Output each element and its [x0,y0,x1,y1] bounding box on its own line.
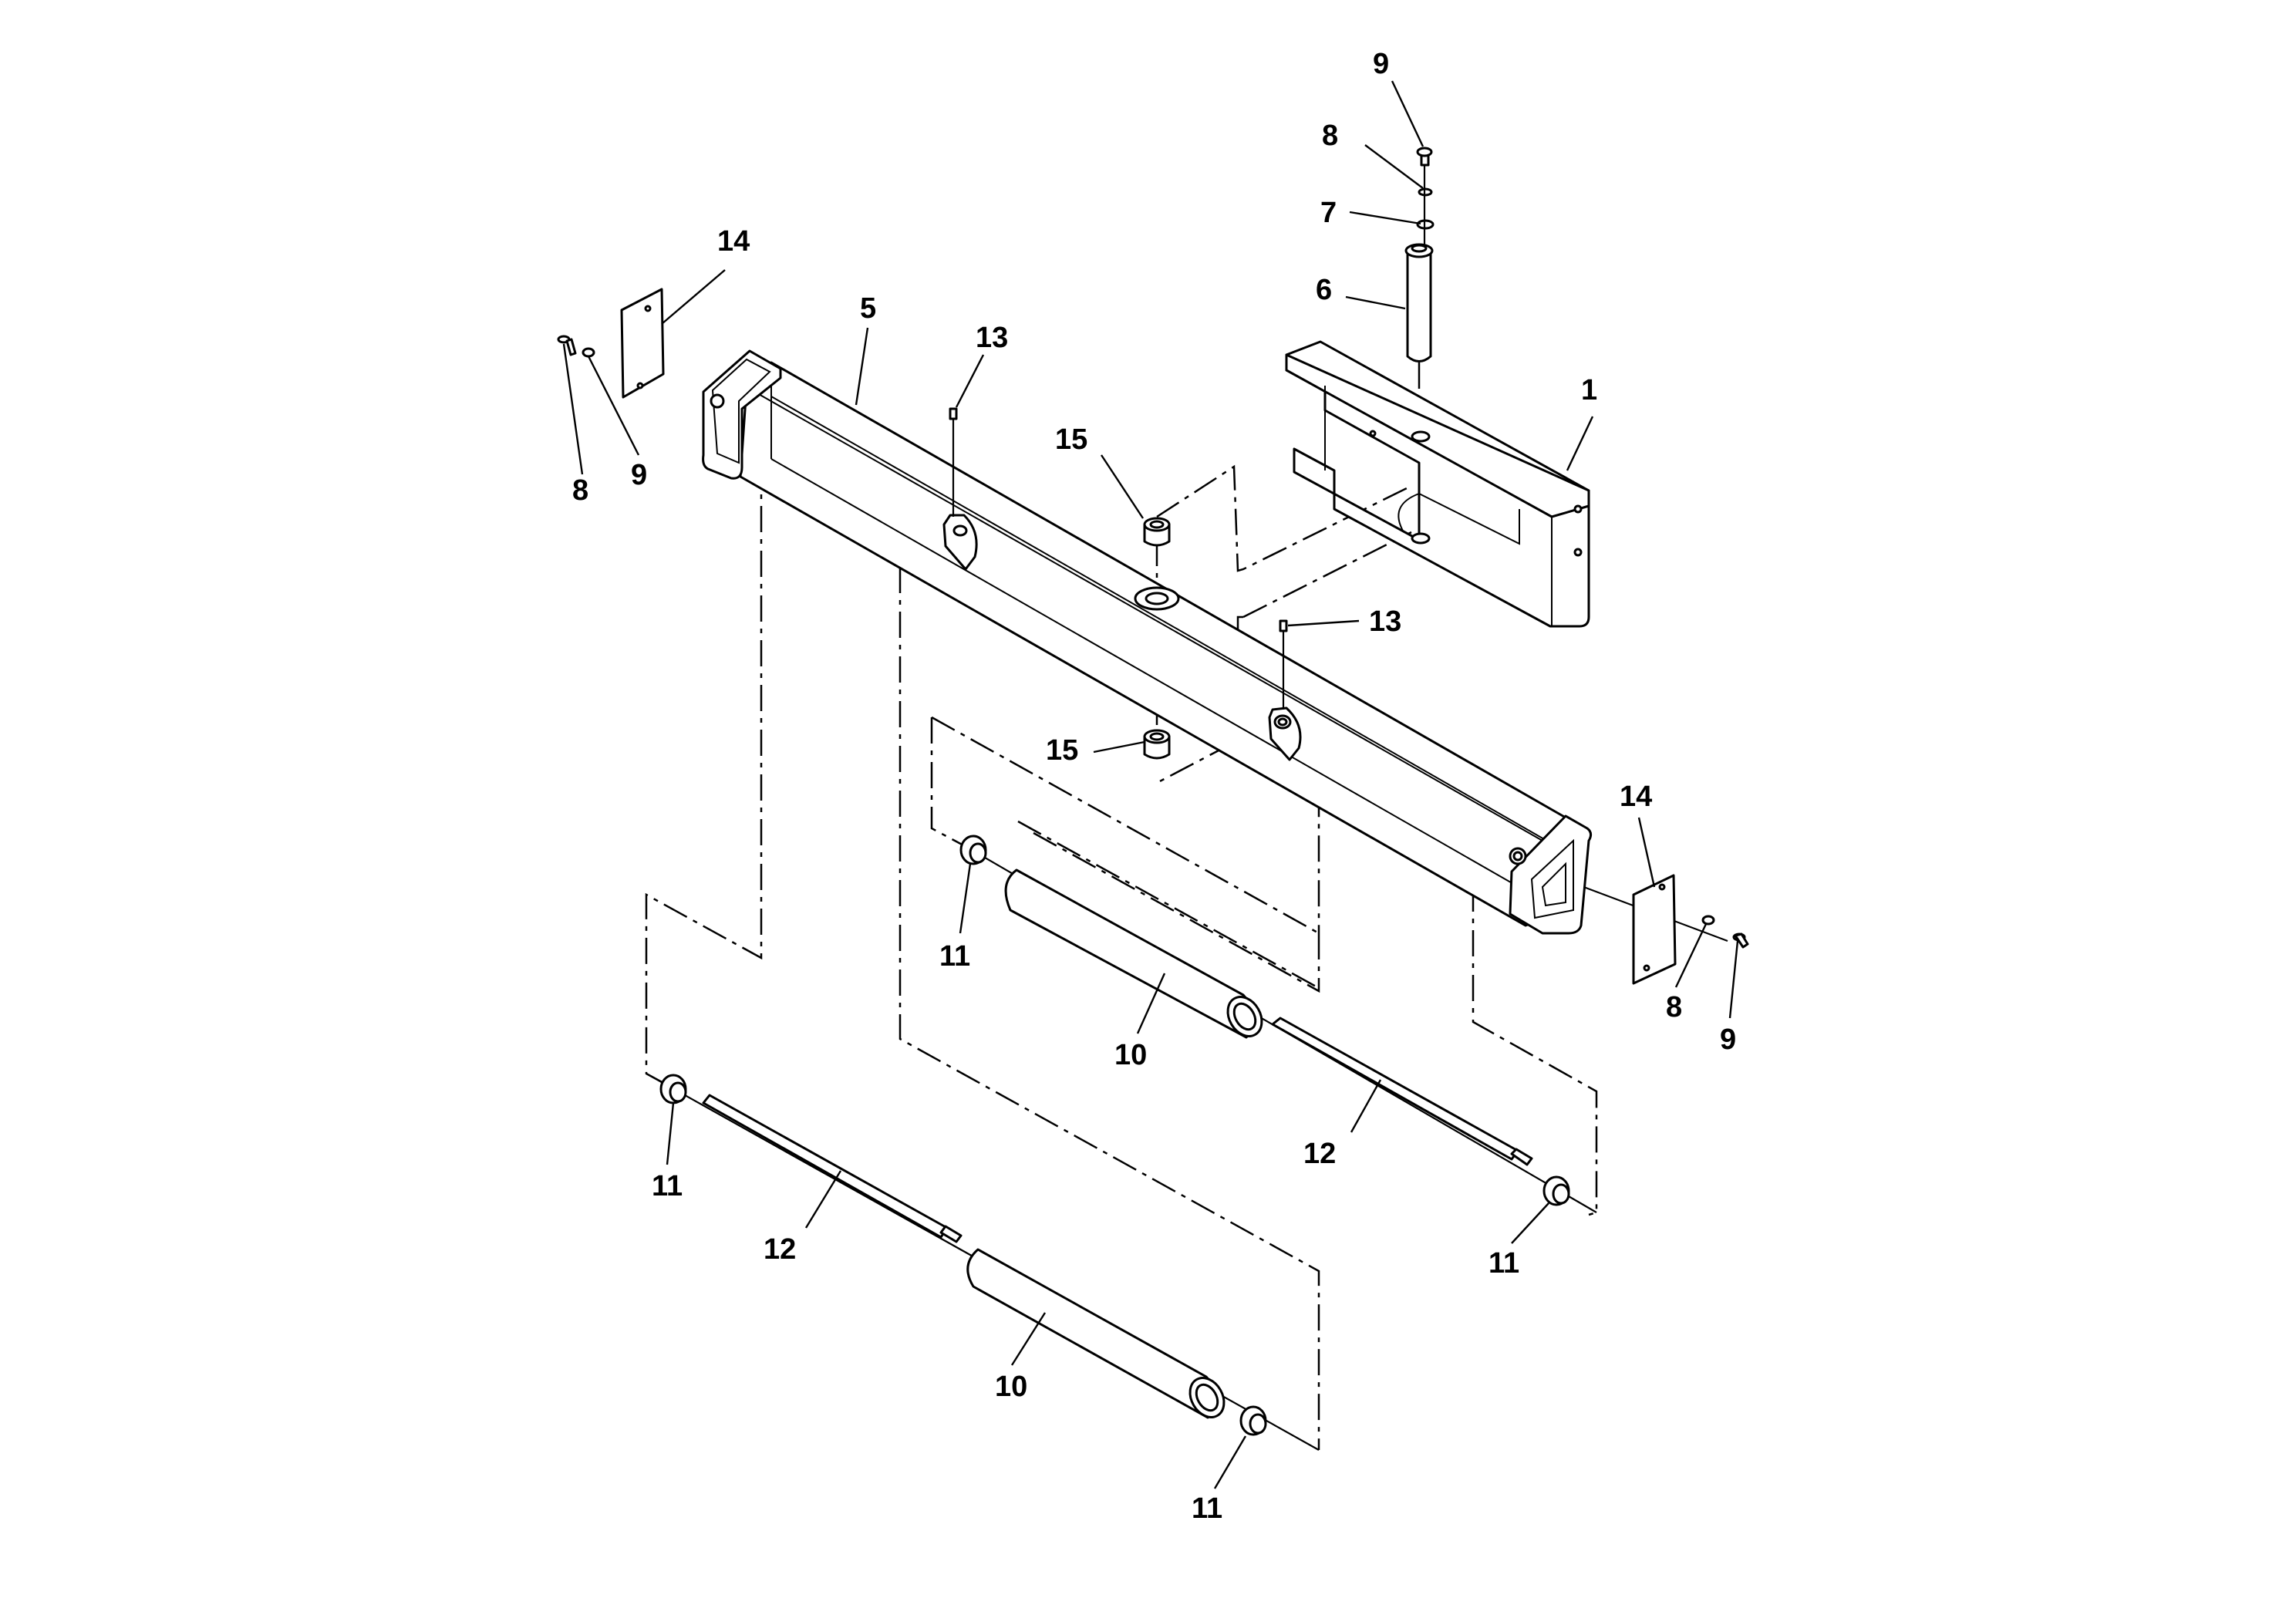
callout-13-right: 13 [1369,605,1401,638]
callout-5: 5 [860,292,876,325]
upper-roller-assembly [959,835,1570,1206]
callout-10-upper: 10 [1114,1039,1147,1071]
callout-14-right: 14 [1620,781,1652,813]
callout-11-upper-right: 11 [1489,1247,1519,1280]
callout-12-upper: 12 [1303,1138,1336,1170]
callout-12-lower: 12 [764,1233,796,1266]
main-beam-part-5 [702,349,1593,935]
callout-11-lower-right: 11 [1192,1492,1222,1525]
lower-roller-assembly [659,1074,1267,1436]
callout-10-lower: 10 [995,1371,1027,1403]
callout-13-top: 13 [976,322,1008,354]
leader-lines [562,80,1739,1489]
callout-8-left: 8 [572,474,588,507]
part-14-end-caps [620,288,1677,985]
callout-8-right: 8 [1666,991,1682,1023]
callout-8-top: 8 [1322,120,1338,152]
callout-14-left: 14 [717,225,750,258]
callout-9-left: 9 [631,459,647,491]
callout-9-top: 9 [1373,48,1389,80]
callout-11-lower-left: 11 [652,1170,683,1202]
callout-labels: 9 8 7 6 14 5 13 1 15 8 9 13 15 14 11 10 … [572,48,1736,1525]
callout-15-bottom: 15 [1046,734,1078,767]
callout-1: 1 [1581,374,1597,406]
pin-stack [1404,147,1435,363]
callout-11-upper-left: 11 [939,940,970,973]
callout-6: 6 [1316,274,1332,306]
callout-9-right: 9 [1720,1023,1736,1056]
part-15-bushings [1143,517,1171,760]
end-fasteners [557,335,1749,949]
callout-15-top: 15 [1055,423,1087,456]
callout-7: 7 [1320,197,1337,229]
mount-bracket-part-1 [1285,340,1590,628]
part-13-pins [949,407,1288,710]
